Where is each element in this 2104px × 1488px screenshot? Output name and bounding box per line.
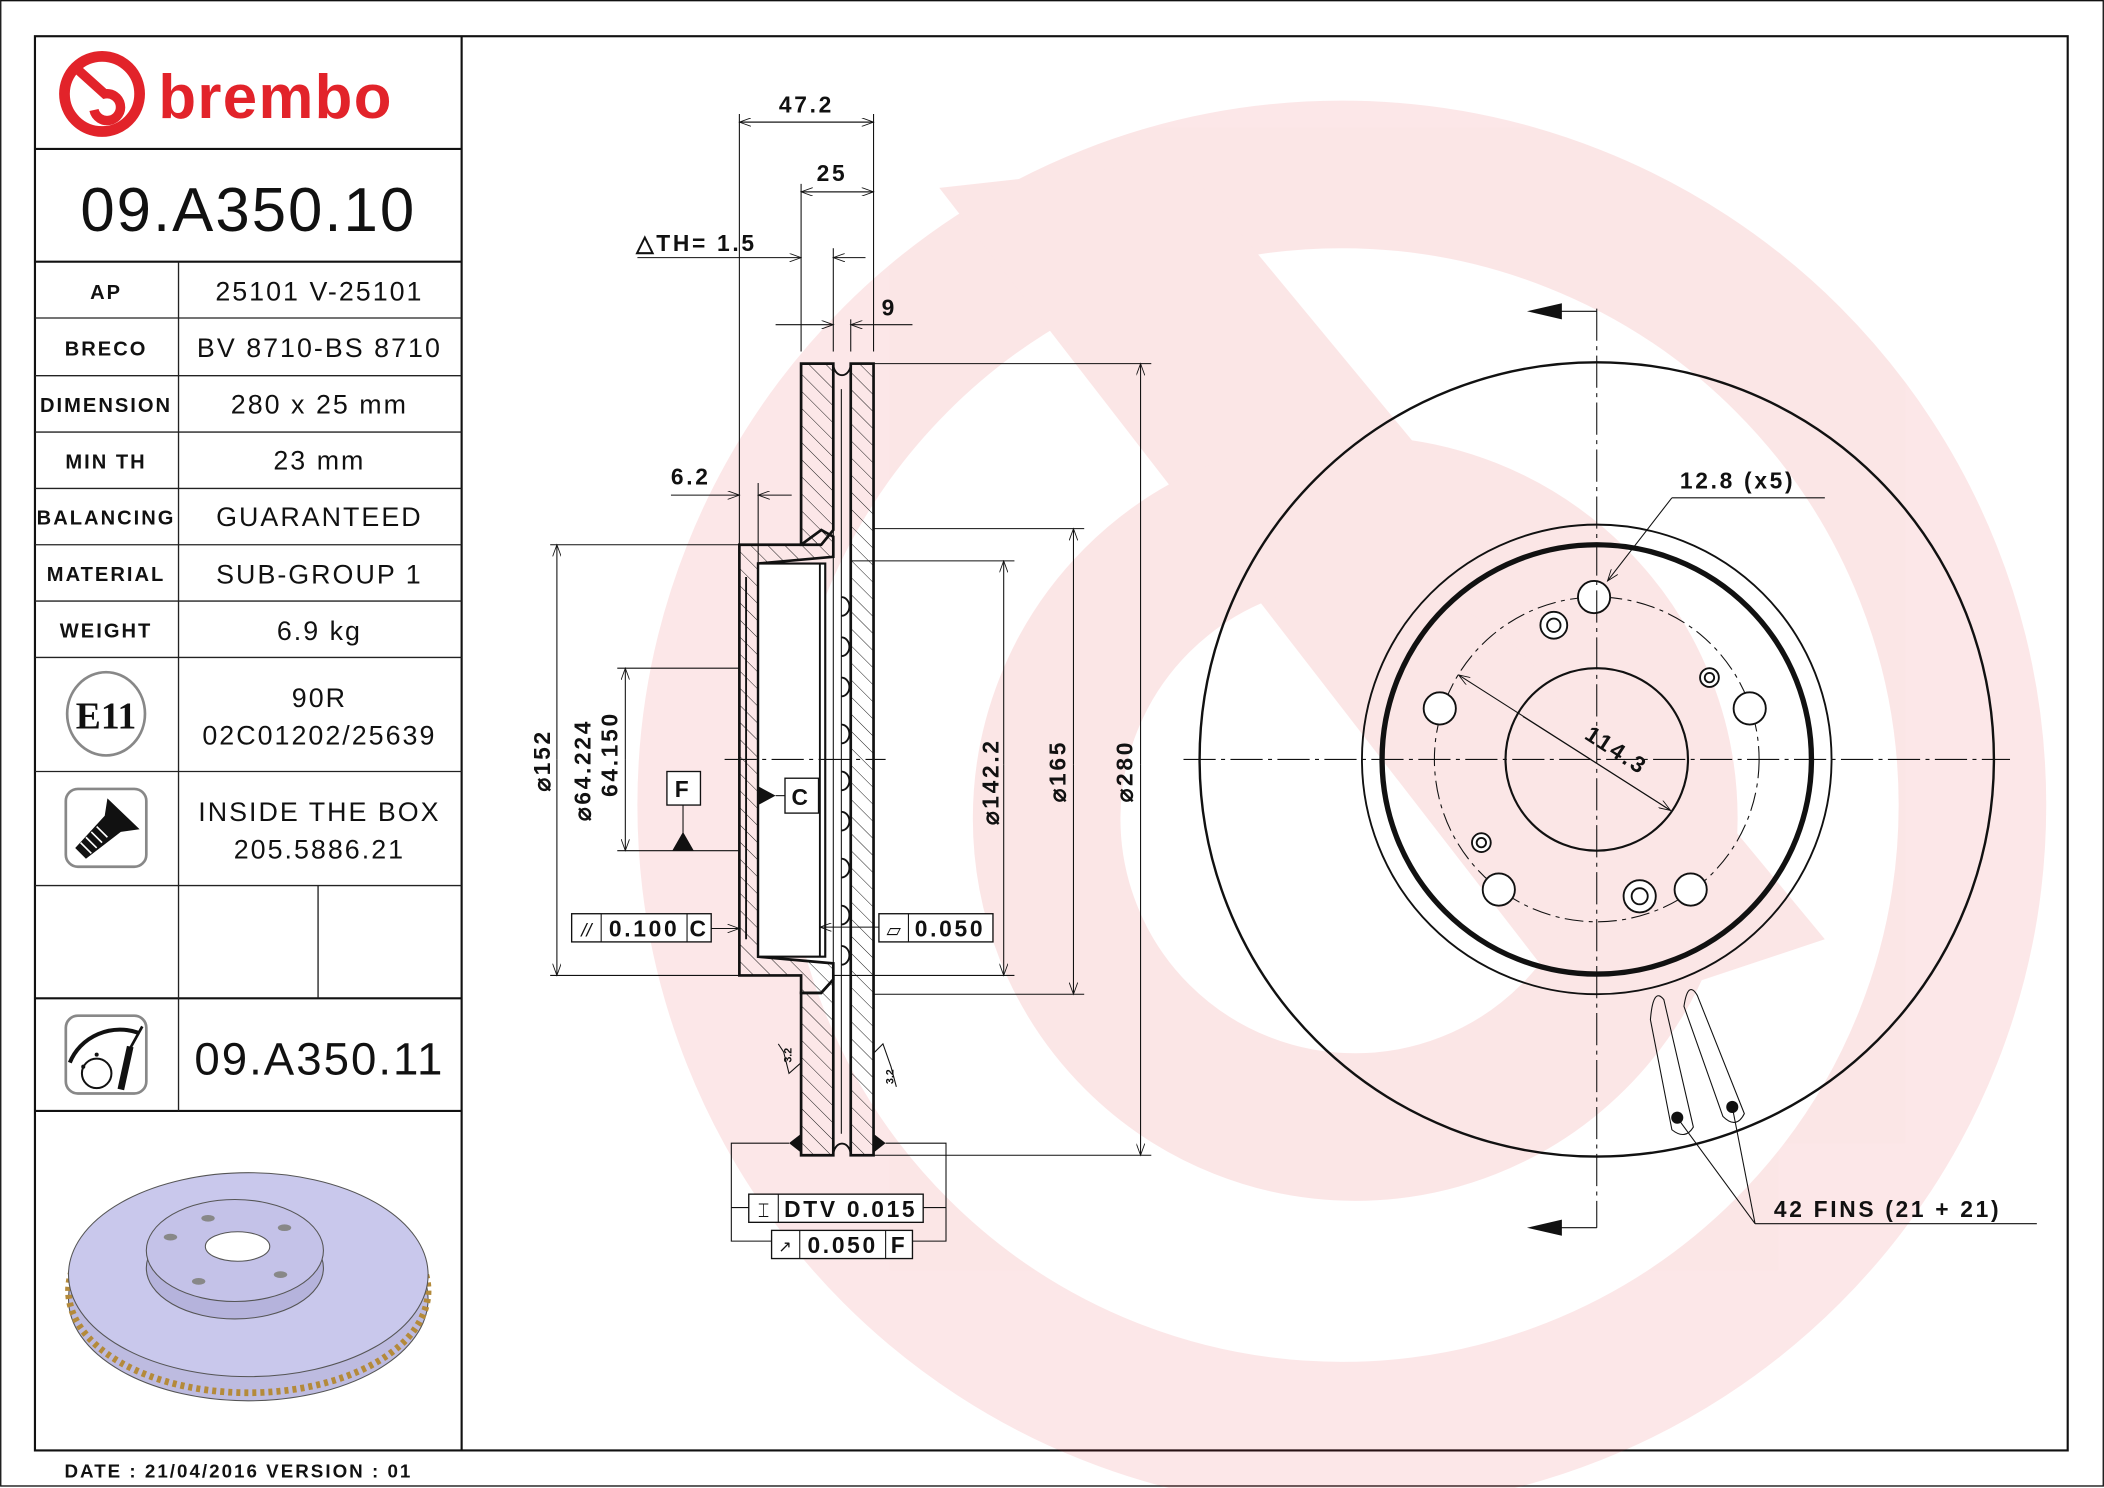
roughness-symbol: 3.2 <box>873 1042 897 1087</box>
dtv-tolerance: ⌶ DTV 0.015 <box>748 1193 924 1224</box>
roughness-left: 3.2 <box>783 1048 795 1063</box>
brembo-logo: brembo <box>59 50 392 137</box>
dim-bolt-holes: 12.8 (x5) <box>1680 467 1795 493</box>
cooling-fins <box>1649 989 2037 1225</box>
spec-value: 23 mm <box>273 446 365 476</box>
parallelism-value: 0.100 <box>609 916 679 942</box>
coated-disc-icon <box>64 1014 148 1095</box>
spec-label: WEIGHT <box>60 620 153 642</box>
part-number: 09.A350.10 <box>80 176 416 245</box>
roughness-right: 3.2 <box>885 1069 897 1084</box>
brembo-watermark <box>637 100 2047 1488</box>
fins-note: 42 FINS (21 + 21) <box>1774 1196 2001 1222</box>
homologation-badge: E11 <box>76 697 137 738</box>
parallelism-symbol: // <box>579 920 593 941</box>
spec-value: 6.9 kg <box>277 616 362 646</box>
spec-value: 280 x 25 mm <box>231 389 408 419</box>
date-version: DATE : 21/04/2016 VERSION : 01 <box>64 1460 412 1481</box>
datum-triangle <box>873 1133 886 1153</box>
datum-triangle <box>672 831 694 851</box>
spec-label: AP <box>90 282 122 304</box>
dim-hat-outer: ⌀165 <box>1044 740 1070 803</box>
dim-vane-gap: 9 <box>882 294 897 320</box>
runout-symbol: ↗ <box>778 1237 791 1256</box>
flatness-value: 0.050 <box>915 916 985 942</box>
runout-value: 0.050 <box>807 1232 877 1258</box>
alternative-part-number: 09.A350.11 <box>194 1034 444 1085</box>
dim-overall-height: 47.2 <box>779 92 834 118</box>
disc-3d-render <box>65 1172 432 1402</box>
section-arrow <box>1526 303 1597 1236</box>
runout-tolerance: ↗ 0.050 F <box>770 1229 914 1260</box>
dtv-symbol: ⌶ <box>758 1201 769 1222</box>
section-view: 47.2 25 △TH= 1.5 9 6.2 <box>529 92 1152 1260</box>
parallelism-tolerance: // 0.100 C <box>570 913 740 943</box>
dtv-value: DTV 0.015 <box>784 1196 917 1222</box>
datum-c: C <box>792 784 811 810</box>
spec-value: SUB-GROUP 1 <box>216 560 423 590</box>
friction-plate-inner <box>799 362 835 547</box>
parallelism-datum: C <box>690 916 709 942</box>
friction-plate-inner-lower <box>799 975 835 1157</box>
ece-homologation-icon: E11 <box>65 670 147 757</box>
spec-value: 25101 V-25101 <box>215 277 423 307</box>
hardware-note: INSIDE THE BOX <box>198 797 440 827</box>
screw-icon <box>64 787 148 869</box>
spec-label: DIMENSION <box>40 395 172 417</box>
homologation-code: 90R <box>292 683 347 713</box>
datum-triangle <box>758 786 776 806</box>
pilot-holes <box>1471 610 1720 914</box>
dim-inner-ring: ⌀142.2 <box>977 738 1003 825</box>
spec-value: BV 8710-BS 8710 <box>197 333 442 363</box>
datum-triangle <box>789 1133 802 1153</box>
dim-hat-diameter: ⌀152 <box>529 729 555 792</box>
spec-label: BALANCING <box>37 508 176 530</box>
roughness-symbol: 3.2 <box>777 1043 802 1075</box>
flatness-tolerance: ▱ 0.050 <box>820 913 994 943</box>
dim-bore-min: 64.150 <box>596 711 622 797</box>
dim-outer-diameter: ⌀280 <box>1112 740 1138 803</box>
spec-label: MATERIAL <box>47 564 166 586</box>
drawing-frame <box>33 35 2069 1452</box>
homologation-number: 02C01202/25639 <box>202 721 436 751</box>
dim-thickness: 25 <box>817 160 848 186</box>
datum-f: F <box>675 776 692 802</box>
spec-value: GUARANTEED <box>216 502 422 532</box>
dim-bore-max: ⌀64.224 <box>569 719 595 821</box>
brand-name: brembo <box>158 63 392 132</box>
dim-hat-wall: 6.2 <box>671 463 711 489</box>
flatness-symbol: ▱ <box>886 921 901 942</box>
info-panel: brembo 09.A350.10 AP 25101 V-25101 BRECO… <box>34 36 463 1451</box>
spec-table: AP 25101 V-25101 BRECO BV 8710-BS 8710 D… <box>37 277 442 646</box>
spec-label: BRECO <box>65 339 148 361</box>
bolt-holes <box>1422 580 1767 907</box>
dim-delta-th: △TH= 1.5 <box>635 230 757 256</box>
hardware-part-number: 205.5886.21 <box>234 835 405 865</box>
spec-label: MIN TH <box>65 451 146 473</box>
runout-datum: F <box>891 1232 908 1258</box>
